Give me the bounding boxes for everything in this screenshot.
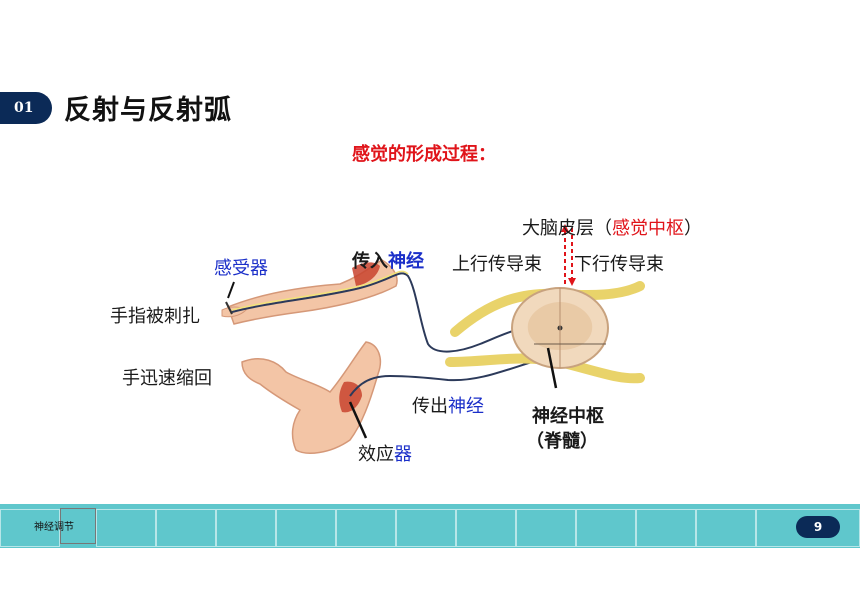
footer-tile [516, 509, 576, 547]
footer-tile [336, 509, 396, 547]
spinal-cord-label: （脊髓） [526, 431, 598, 452]
nerve-center-pointer [546, 347, 558, 389]
descending-arrow-head [568, 278, 576, 286]
footer-label: 神经调节 [34, 522, 74, 533]
reflex-arc-illustration [221, 224, 645, 454]
footer-box [60, 508, 96, 544]
footer-tile [276, 509, 336, 547]
afferent-nerve-path [231, 272, 546, 353]
effector-pointer [348, 401, 368, 439]
afferent-nerve-label: 传入神经 [352, 251, 424, 272]
section-number-badge: 01 [0, 92, 52, 124]
efferent-nerve-path [349, 357, 546, 397]
footer-tile [0, 509, 60, 547]
ascending-tract-label: 上行传导束 [452, 254, 542, 275]
upper-muscle-illustration [352, 262, 380, 286]
cortex-label: 大脑皮层（感觉中枢） [522, 218, 702, 239]
nerve-center-label: 神经中枢 [532, 406, 604, 427]
slide: 01 反射与反射弧 感觉的形成过程： [0, 62, 860, 548]
efferent-nerve-label: 传出神经 [412, 396, 484, 417]
effector-label: 效应器 [358, 444, 412, 465]
afferent-nerve-yellow [231, 270, 409, 311]
receptor-label: 感受器 [214, 258, 268, 279]
footer-tile [636, 509, 696, 547]
diagram-subtitle: 感觉的形成过程： [352, 144, 496, 165]
receptor-pointer [227, 281, 235, 299]
footer-tile [96, 509, 156, 547]
footer-tile [216, 509, 276, 547]
sensory-center-label: 感觉中枢 [612, 218, 684, 239]
footer-tile [156, 509, 216, 547]
footer-tile [396, 509, 456, 547]
page-number-badge: 9 [796, 516, 840, 538]
lower-arm-illustration [241, 341, 382, 454]
descending-tract-label: 下行传导束 [574, 254, 664, 275]
footer-tile [576, 509, 636, 547]
footer-tile [456, 509, 516, 547]
ascending-arrow-head [561, 224, 569, 232]
pin-illustration [225, 301, 233, 315]
footer-bar: 神经调节 9 [0, 504, 860, 548]
footer-tile [696, 509, 756, 547]
hand-retracts-label: 手迅速缩回 [122, 368, 212, 389]
page-title: 反射与反射弧 [64, 95, 232, 126]
finger-pricked-label: 手指被刺扎 [110, 306, 200, 327]
